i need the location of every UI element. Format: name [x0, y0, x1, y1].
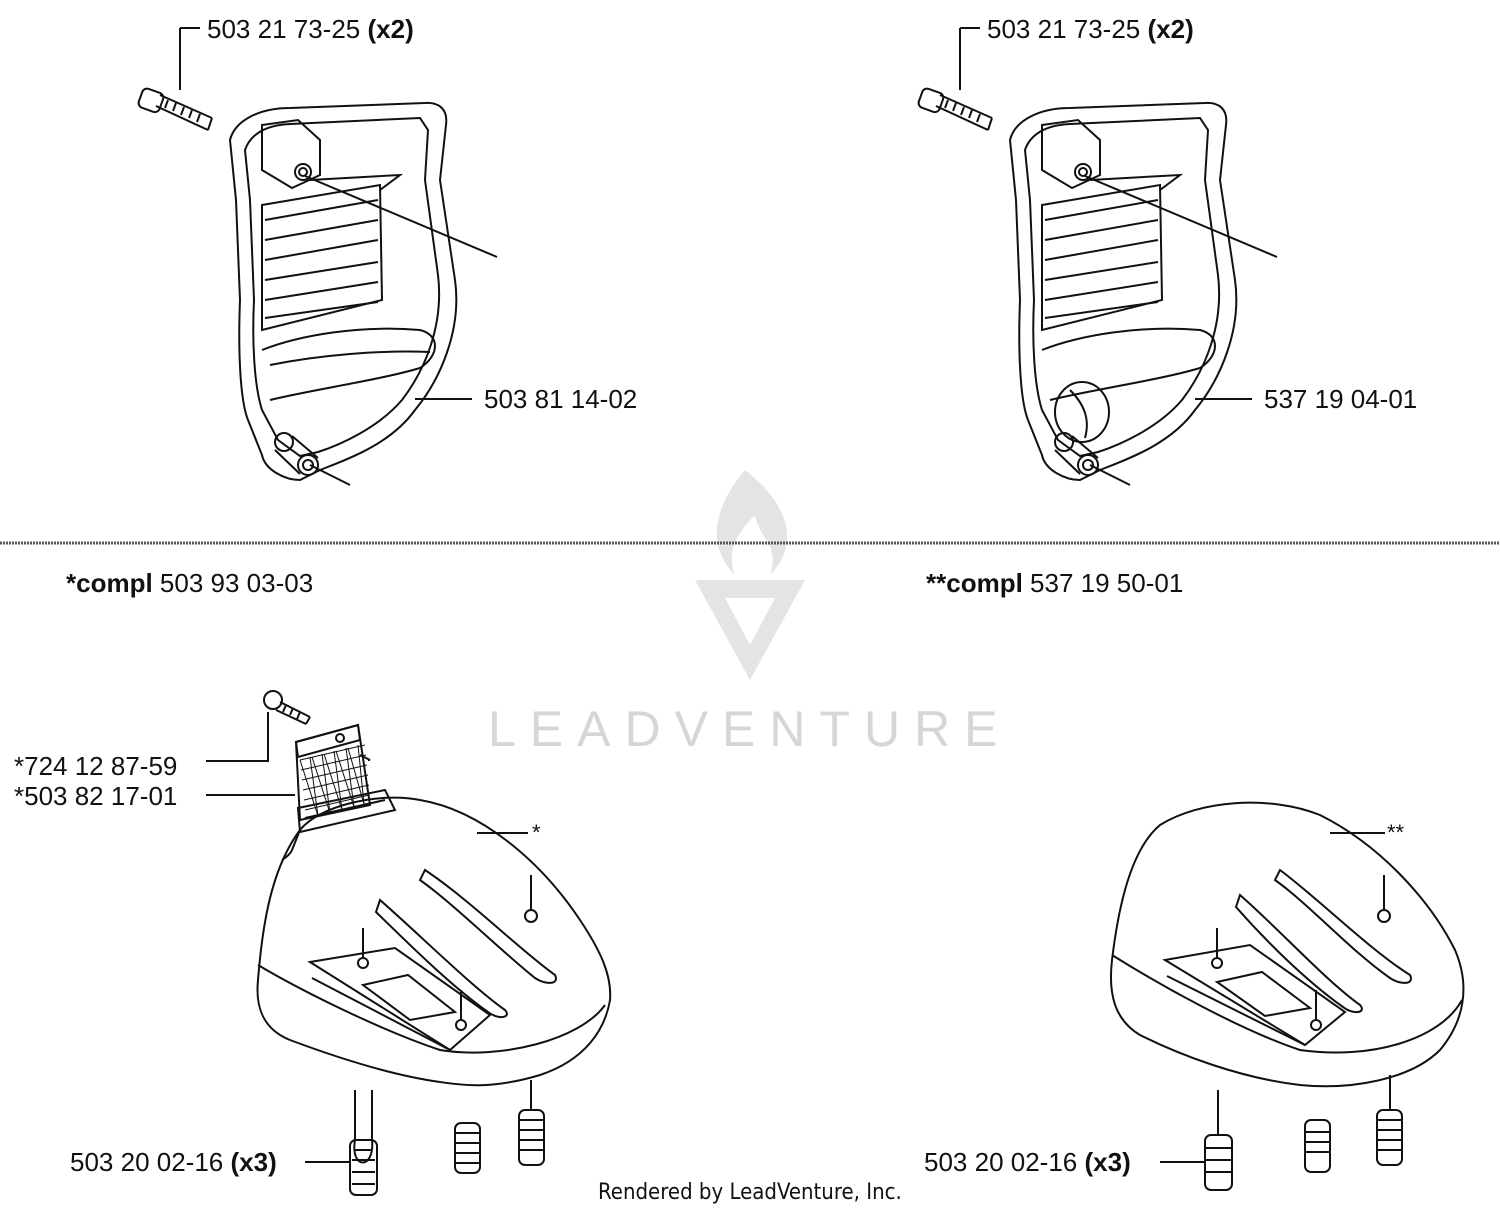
- label-star-left: *: [532, 820, 541, 845]
- watermark-logo-icon: [695, 470, 805, 680]
- label-screw-top-left: 503 21 73-25 (x2): [207, 14, 414, 44]
- part-number: 503 20 02-16: [924, 1147, 1078, 1177]
- screw-top-left-icon: [137, 87, 213, 131]
- part-number: *503 82 17-01: [14, 781, 178, 811]
- compl-prefix: **compl: [926, 568, 1023, 598]
- mesh-filter-icon: [294, 723, 372, 822]
- label-screw-bottom-left: 503 20 02-16 (x3): [70, 1147, 277, 1177]
- part-number: 503 93 03-03: [159, 568, 314, 598]
- footer-credit: Rendered by LeadVenture, Inc.: [598, 1180, 902, 1205]
- quantity: (x3): [230, 1147, 277, 1177]
- filter-cover-left-drawing: [206, 690, 612, 1196]
- cover-right-drawing: [917, 27, 1278, 486]
- label-filter: *503 82 17-01: [14, 781, 177, 811]
- filter-cover-right-drawing: [1109, 801, 1465, 1191]
- label-star-right: **: [1387, 820, 1405, 845]
- label-compl-right: **compl 537 19 50-01: [926, 568, 1183, 598]
- part-number: 503 20 02-16: [70, 1147, 224, 1177]
- compl-prefix: *compl: [66, 568, 153, 598]
- screw-top-right-icon: [917, 87, 993, 131]
- watermark-text: LEADVENTURE: [488, 701, 1012, 757]
- label-screw-bottom-right: 503 20 02-16 (x3): [924, 1147, 1131, 1177]
- label-cover-right: 537 19 04-01: [1264, 384, 1417, 414]
- part-number: *724 12 87-59: [14, 751, 178, 781]
- quantity: (x3): [1084, 1147, 1131, 1177]
- label-cover-left: 503 81 14-02: [484, 384, 637, 414]
- bottom-screws-right-icon: [1204, 1075, 1403, 1191]
- cover-left-drawing: [137, 27, 498, 486]
- part-number: 503 81 14-02: [484, 384, 638, 414]
- part-number: 503 21 73-25: [987, 14, 1141, 44]
- label-compl-left: *compl 503 93 03-03: [66, 568, 313, 598]
- part-number: 503 21 73-25: [207, 14, 361, 44]
- label-small-screw: *724 12 87-59: [14, 751, 177, 781]
- quantity: (x2): [367, 14, 414, 44]
- bottom-screws-left-icon: [349, 1080, 545, 1196]
- part-number: 537 19 50-01: [1030, 568, 1184, 598]
- quantity: (x2): [1147, 14, 1194, 44]
- small-screw-icon: [263, 690, 311, 725]
- part-number: 537 19 04-01: [1264, 384, 1418, 414]
- label-screw-top-right: 503 21 73-25 (x2): [987, 14, 1194, 44]
